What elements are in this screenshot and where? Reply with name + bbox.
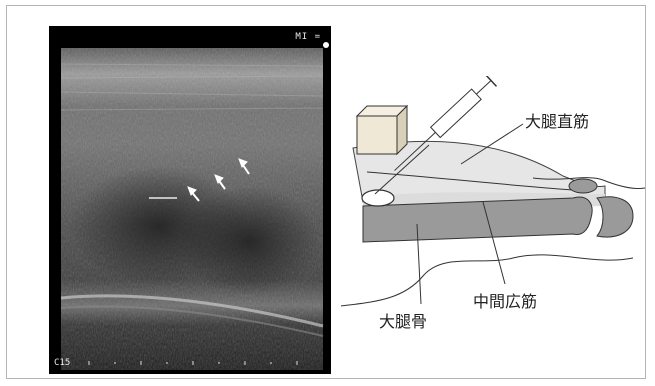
label-vastus-intermedius: 中間広筋 <box>473 288 537 312</box>
ultrasound-image: MI = C15 <box>49 26 331 374</box>
figure-frame: MI = C15 <box>6 5 646 379</box>
anatomy-diagram: 大腿直筋 中間広筋 大腿骨 <box>333 76 653 376</box>
patella-shape <box>569 179 597 193</box>
mi-label: MI = <box>295 32 321 42</box>
injection-target-ellipse <box>362 190 394 206</box>
label-femur: 大腿骨 <box>379 308 427 332</box>
ultrasound-scan <box>49 26 331 374</box>
depth-label: C15 <box>54 358 70 368</box>
label-rectus-femoris: 大腿直筋 <box>525 108 589 132</box>
mi-indicator-dot <box>323 42 329 48</box>
probe-box <box>357 106 407 154</box>
tibia-shape <box>597 197 633 237</box>
